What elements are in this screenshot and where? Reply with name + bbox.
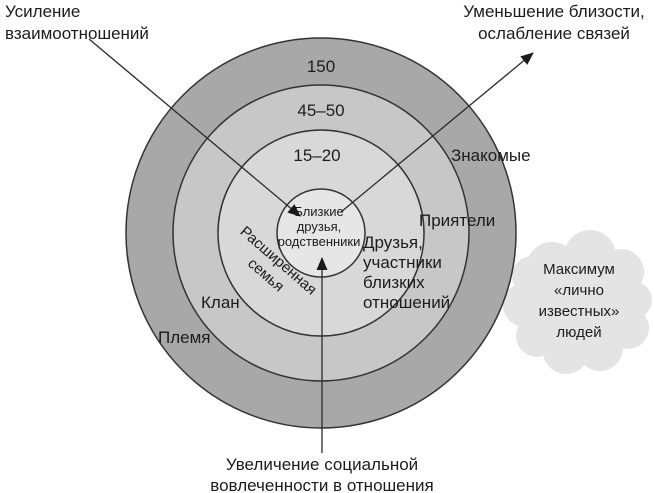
cloud-callout bbox=[503, 230, 652, 374]
label-acquaintances: Знакомые bbox=[451, 146, 531, 165]
label-involvement: Увеличение социальной вовлеченности в от… bbox=[210, 455, 434, 493]
label-clan: Клан bbox=[201, 293, 240, 312]
weakening-arrow bbox=[340, 52, 534, 213]
count-15-20: 15–20 bbox=[293, 146, 341, 165]
cloud-label: Максимум «лично известных» людей bbox=[538, 261, 620, 341]
core-label: Близкие друзья, родственники bbox=[277, 204, 361, 249]
count-150: 150 bbox=[306, 57, 336, 76]
label-weakening: Уменьшение близости, ослабление связей bbox=[463, 2, 645, 43]
label-tribe: Племя bbox=[158, 328, 211, 347]
strengthening-arrow bbox=[88, 38, 301, 217]
label-close-friends-zone: Друзья, участники близких отношений bbox=[363, 233, 451, 312]
label-strengthening: Усиление взаимоотношений bbox=[5, 2, 149, 43]
count-45-50: 45–50 bbox=[297, 101, 345, 120]
label-pals: Приятели bbox=[419, 211, 496, 230]
